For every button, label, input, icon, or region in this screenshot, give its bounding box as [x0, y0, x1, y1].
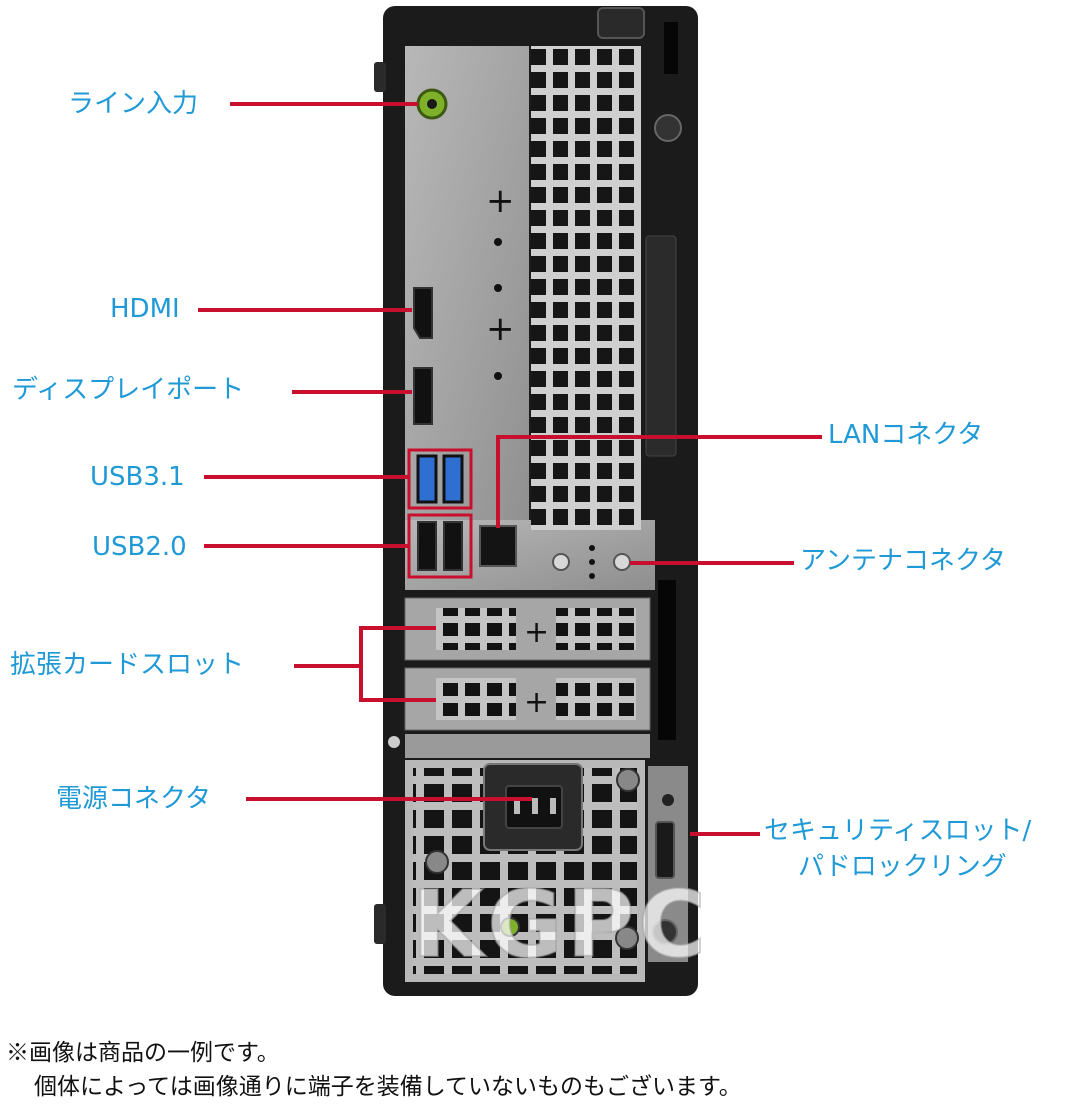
note-line-1: ※画像は商品の一例です。: [6, 1040, 280, 1066]
usb20-port-2: [443, 521, 463, 571]
svg-text:+: +: [524, 615, 549, 650]
padlock-ring-icon: [655, 821, 675, 879]
hdmi-port-icon: [413, 287, 433, 339]
svg-text:+: +: [524, 685, 549, 720]
side-slot-3: [658, 580, 676, 740]
left-side-tab-bottom: [374, 904, 386, 944]
leader-expansion-bracket: [359, 626, 436, 702]
chassis-handle: [597, 7, 645, 39]
main-vent-grille: [531, 46, 641, 530]
usb31-port-1: [416, 454, 438, 504]
label-lan-connector: LANコネクタ: [828, 420, 984, 450]
leader-lan: [496, 435, 822, 528]
side-slot-2: [645, 235, 677, 457]
label-security-slot: セキュリティスロット/: [764, 816, 1032, 846]
note-line-2: 個体によっては画像通りに端子を装備していないものもございます。: [34, 1074, 742, 1100]
side-slot-1: [664, 22, 678, 74]
label-usb20: USB2.0: [92, 532, 187, 562]
usb20-port-1: [417, 521, 437, 571]
usb31-highlight-box: [407, 448, 473, 510]
thumbscrew-top: [654, 114, 682, 142]
label-line-in: ライン入力: [68, 89, 199, 119]
label-hdmi: HDMI: [110, 294, 180, 324]
usb31-port-2: [442, 454, 464, 504]
label-padlock-ring: パドロックリング: [798, 852, 1007, 882]
plus-mark-1: +: [486, 181, 515, 221]
label-usb31: USB3.1: [90, 462, 185, 492]
label-displayport: ディスプレイポート: [12, 375, 245, 405]
label-expansion-slot: 拡張カードスロット: [10, 650, 245, 680]
label-antenna-connector: アンテナコネクタ: [800, 546, 1006, 576]
left-side-tab-top: [374, 62, 386, 92]
kgpc-watermark: KGPC: [411, 871, 710, 978]
usb20-highlight-box: [407, 513, 473, 579]
plus-mark-2: +: [486, 309, 515, 349]
displayport-icon: [413, 367, 433, 425]
antenna-connector-1: [552, 553, 570, 571]
label-power-connector: 電源コネクタ: [56, 784, 211, 814]
